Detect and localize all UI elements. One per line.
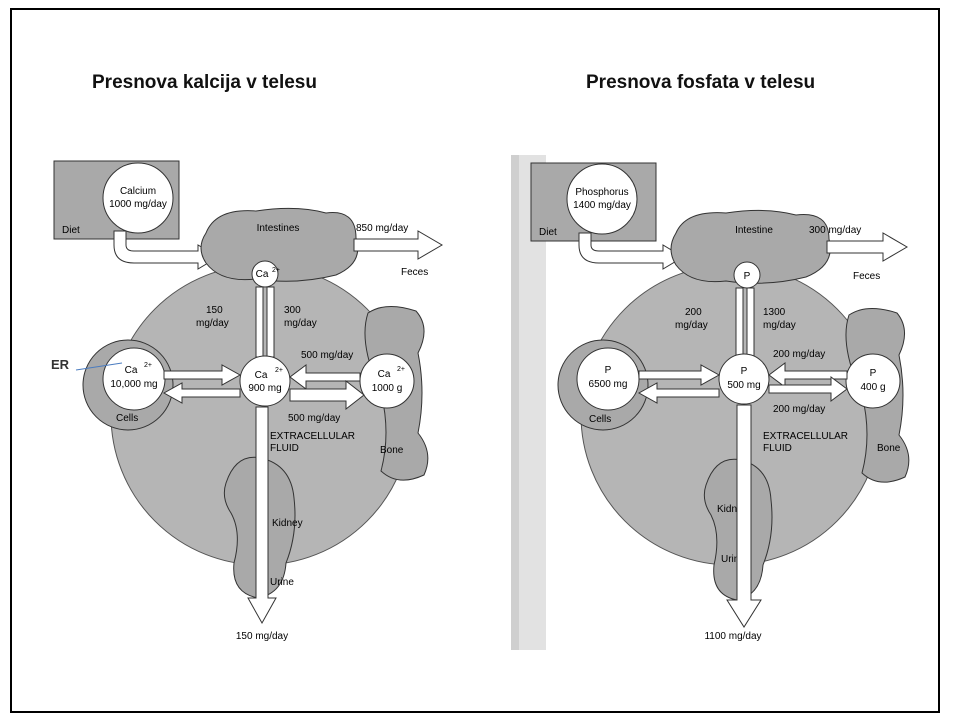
secrete-arrow — [746, 287, 755, 359]
er-label: ER — [51, 357, 70, 372]
bone-deposit-arrow — [768, 376, 848, 402]
cells-ion: P — [605, 365, 612, 376]
urine-amount: 1100 mg/day — [704, 631, 761, 642]
cells-uptake-arrow — [638, 364, 721, 386]
urine-arrow — [726, 404, 762, 628]
intestine-ion-sup: 2+ — [272, 267, 280, 274]
bone-ion: P — [870, 368, 877, 379]
cells-pool: 6500 mg — [589, 379, 628, 390]
kidney-label: Kidney — [272, 518, 303, 529]
secrete-value: 300 — [284, 305, 301, 316]
absorb-value: 200 — [685, 307, 702, 318]
title-phosphate: Presnova fosfata v telesu — [586, 72, 816, 93]
ecf-pool: 500 mg — [727, 380, 760, 391]
bone-release-value: 200 mg/day — [773, 349, 825, 360]
ecf-ion: P — [741, 366, 748, 377]
bone-pool-circle — [845, 353, 901, 409]
feces-amount: 300 mg/day — [809, 225, 861, 236]
ecf-pool-circle — [239, 355, 291, 407]
feces-arrow — [826, 232, 908, 262]
urine-label: Urine — [721, 554, 745, 565]
ecf-pool-circle — [718, 353, 770, 405]
secrete-value: 1300 — [763, 307, 786, 318]
bone-release-value: 500 mg/day — [301, 350, 353, 361]
cells-ion: Ca — [125, 365, 138, 376]
cells-release-arrow — [637, 382, 720, 404]
bone-label: Bone — [877, 443, 901, 454]
diet-label: Diet — [539, 227, 557, 238]
feces-amount: 850 mg/day — [356, 223, 408, 234]
absorb-unit: mg/day — [675, 320, 708, 331]
source-name: Calcium — [120, 186, 156, 197]
absorb-arrow — [255, 286, 264, 358]
absorb-value: 150 — [206, 305, 223, 316]
intestine-ion-circle — [251, 260, 279, 288]
urine-label: Urine — [270, 577, 294, 588]
diet-to-intestine-arrow — [578, 232, 684, 270]
cells-uptake-arrow — [163, 364, 242, 386]
bone-label: Bone — [380, 445, 404, 456]
intestines-label: Intestines — [257, 223, 300, 234]
cells-pool: 10,000 mg — [110, 379, 157, 390]
intestines-shape — [200, 207, 359, 282]
source-name: Phosphorus — [575, 187, 628, 198]
ecf-label-1: EXTRACELLULAR — [270, 431, 355, 442]
intestine-ion: Ca — [256, 269, 269, 280]
ecf-label-2: FLUID — [270, 443, 299, 454]
scan-edge — [511, 155, 519, 650]
urine-amount: 150 mg/day — [236, 631, 288, 642]
secrete-unit: mg/day — [284, 318, 317, 329]
cells-ion-sup: 2+ — [144, 362, 152, 369]
feces-label: Feces — [401, 267, 428, 278]
bone-release-arrow — [768, 362, 848, 388]
cells-release-arrow — [162, 382, 241, 404]
bone-deposit-value: 500 mg/day — [288, 413, 340, 424]
title-calcium: Presnova kalcija v telesu — [92, 72, 317, 93]
intestines-shape — [670, 209, 831, 284]
phosphate-diagram-svg: Diet Phosphorus 1400 mg/day Intestine 30… — [511, 155, 910, 650]
bone-deposit-value: 200 mg/day — [773, 404, 825, 415]
bone-deposit-arrow — [289, 379, 365, 411]
cells-label: Cells — [589, 414, 611, 425]
secrete-unit: mg/day — [763, 320, 796, 331]
cells-label: Cells — [116, 413, 138, 424]
bone-pool: 400 g — [860, 382, 885, 393]
bone-pool: 1000 g — [372, 383, 403, 394]
bone-pool-circle — [359, 353, 415, 409]
er-pointer-line — [75, 362, 123, 371]
secrete-arrow — [266, 286, 275, 358]
bone-ion: Ca — [378, 369, 391, 380]
ecf-label-1: EXTRACELLULAR — [763, 431, 848, 442]
urine-arrow — [247, 406, 277, 625]
calcium-source-circle — [102, 162, 174, 234]
phosphorus-source-circle — [566, 163, 638, 235]
calcium-diagram: Diet Calcium 1000 mg/day Intestines 850 … — [46, 153, 466, 658]
ecf-ion: Ca — [255, 370, 268, 381]
ecf-ion-sup: 2+ — [275, 367, 283, 374]
bone-release-arrow — [289, 364, 361, 390]
source-amount: 1000 mg/day — [109, 199, 167, 210]
intestine-ion: P — [744, 271, 751, 282]
absorb-unit: mg/day — [196, 318, 229, 329]
ecf-label-2: FLUID — [763, 443, 792, 454]
kidney-label: Kidney — [717, 504, 748, 515]
calcium-diagram-svg: Diet Calcium 1000 mg/day Intestines 850 … — [53, 160, 443, 642]
intestines-label: Intestine — [735, 225, 773, 236]
phosphate-diagram: Diet Phosphorus 1400 mg/day Intestine 30… — [511, 155, 931, 660]
absorb-arrow — [735, 287, 744, 359]
ecf-pool: 900 mg — [248, 383, 281, 394]
bone-ion-sup: 2+ — [397, 366, 405, 373]
feces-arrow — [353, 230, 443, 260]
source-amount: 1400 mg/day — [573, 200, 631, 211]
diet-label: Diet — [62, 225, 80, 236]
feces-label: Feces — [853, 271, 880, 282]
